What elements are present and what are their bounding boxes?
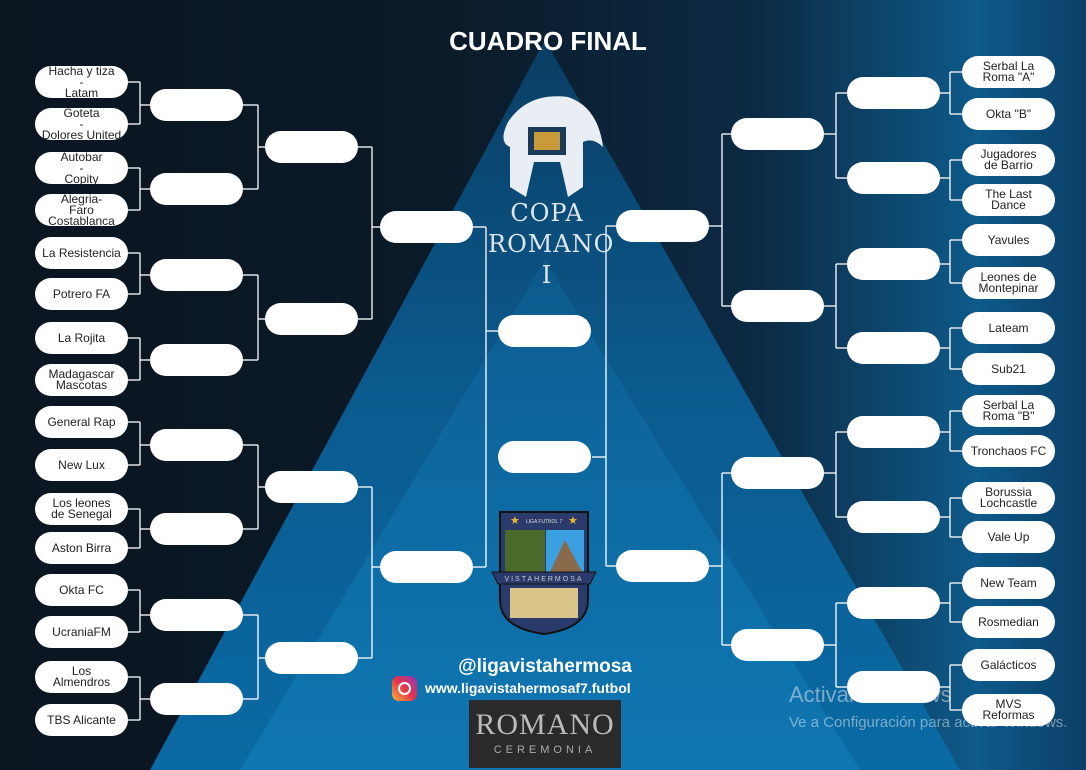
team-slot-left: Los leones de Senegal bbox=[35, 493, 128, 525]
round2-slot-left bbox=[150, 599, 243, 631]
team-slot-right: Borussia Lochcastle bbox=[962, 482, 1055, 514]
svg-text:★: ★ bbox=[568, 515, 578, 527]
copa-romano-logo: COPA ROMANO I bbox=[488, 198, 615, 291]
round2-slot-left bbox=[150, 513, 243, 545]
quarterfinal-slot-right bbox=[731, 629, 824, 661]
semifinal-slot-right bbox=[616, 210, 709, 242]
crest-top-text: LIGA FUTBOL 7 bbox=[526, 519, 562, 525]
semifinal-slot-left bbox=[380, 551, 473, 583]
instagram-icon bbox=[392, 676, 417, 701]
semifinal-slot-right bbox=[616, 550, 709, 582]
final-slot bbox=[498, 315, 591, 347]
sponsor-logo: ROMANO CEREMONIA bbox=[469, 700, 621, 768]
team-slot-left: Okta FC bbox=[35, 574, 128, 606]
team-slot-right: The Last Dance bbox=[962, 184, 1055, 216]
team-slot-right: Sub21 bbox=[962, 353, 1055, 385]
spartan-helmet-logo bbox=[503, 96, 603, 197]
team-slot-left: General Rap bbox=[35, 406, 128, 438]
round2-slot-right bbox=[847, 332, 940, 364]
team-slot-right: MVS Reformas bbox=[962, 694, 1055, 726]
round2-slot-right bbox=[847, 587, 940, 619]
round2-slot-right bbox=[847, 77, 940, 109]
team-slot-left: Goteta - Dolores United bbox=[35, 108, 128, 140]
team-slot-left: Potrero FA bbox=[35, 278, 128, 310]
round2-slot-left bbox=[150, 429, 243, 461]
round2-slot-left bbox=[150, 683, 243, 715]
logo-line: COPA bbox=[510, 199, 584, 227]
team-slot-right: Rosmedian bbox=[962, 606, 1055, 638]
team-slot-right: Serbal La Roma "A" bbox=[962, 56, 1055, 88]
team-slot-left: La Rojita bbox=[35, 322, 128, 354]
svg-text:★: ★ bbox=[510, 515, 520, 527]
round2-slot-left bbox=[150, 89, 243, 121]
quarterfinal-slot-right bbox=[731, 290, 824, 322]
team-slot-right: Lateam bbox=[962, 312, 1055, 344]
team-slot-right: Galácticos bbox=[962, 649, 1055, 681]
page-title: CUADRO FINAL bbox=[449, 26, 647, 56]
team-slot-left: Alegria- Faro Costablanca bbox=[35, 194, 128, 226]
team-slot-left: Hacha y tiza - Latam bbox=[35, 66, 128, 98]
team-slot-left: New Lux bbox=[35, 449, 128, 481]
quarterfinal-slot-left bbox=[265, 131, 358, 163]
team-slot-right: Jugadores de Barrio bbox=[962, 144, 1055, 176]
team-slot-right: Okta "B" bbox=[962, 98, 1055, 130]
round2-slot-right bbox=[847, 248, 940, 280]
sponsor-sub: CEREMONIA bbox=[493, 744, 597, 756]
quarterfinal-slot-right bbox=[731, 118, 824, 150]
team-slot-left: Aston Birra bbox=[35, 532, 128, 564]
round2-slot-left bbox=[150, 259, 243, 291]
round2-slot-left bbox=[150, 173, 243, 205]
team-slot-right: Vale Up bbox=[962, 521, 1055, 553]
logo-line: ROMANO bbox=[488, 230, 615, 258]
team-slot-right: Yavules bbox=[962, 224, 1055, 256]
instagram-handle: @ligavistahermosa bbox=[458, 656, 632, 677]
team-slot-left: TBS Alicante bbox=[35, 704, 128, 736]
quarterfinal-slot-right bbox=[731, 457, 824, 489]
team-slot-left: Autobar - Copity bbox=[35, 152, 128, 184]
quarterfinal-slot-left bbox=[265, 303, 358, 335]
round2-slot-right bbox=[847, 501, 940, 533]
team-slot-left: La Resistencia bbox=[35, 237, 128, 269]
quarterfinal-slot-left bbox=[265, 471, 358, 503]
round2-slot-right bbox=[847, 162, 940, 194]
final-slot bbox=[498, 441, 591, 473]
vistahermosa-crest: ★ ★ LIGA FUTBOL 7 VISTAHERMOSA bbox=[491, 511, 597, 636]
team-slot-right: Tronchaos FC bbox=[962, 435, 1055, 467]
team-slot-right: Leones de Montepinar bbox=[962, 267, 1055, 299]
quarterfinal-slot-left bbox=[265, 642, 358, 674]
team-slot-left: Los Almendros bbox=[35, 661, 128, 693]
round2-slot-left bbox=[150, 344, 243, 376]
semifinal-slot-left bbox=[380, 211, 473, 243]
round2-slot-right bbox=[847, 416, 940, 448]
team-slot-left: UcraniaFM bbox=[35, 616, 128, 648]
team-slot-right: New Team bbox=[962, 567, 1055, 599]
website-link[interactable]: www.ligavistahermosaf7.futbol bbox=[425, 680, 631, 696]
team-slot-right: Serbal La Roma "B" bbox=[962, 395, 1055, 427]
round2-slot-right bbox=[847, 671, 940, 703]
sponsor-name: ROMANO bbox=[475, 708, 615, 741]
team-slot-left: Madagascar Mascotas bbox=[35, 364, 128, 396]
crest-band-text: VISTAHERMOSA bbox=[504, 576, 583, 583]
logo-line: I bbox=[541, 261, 553, 289]
